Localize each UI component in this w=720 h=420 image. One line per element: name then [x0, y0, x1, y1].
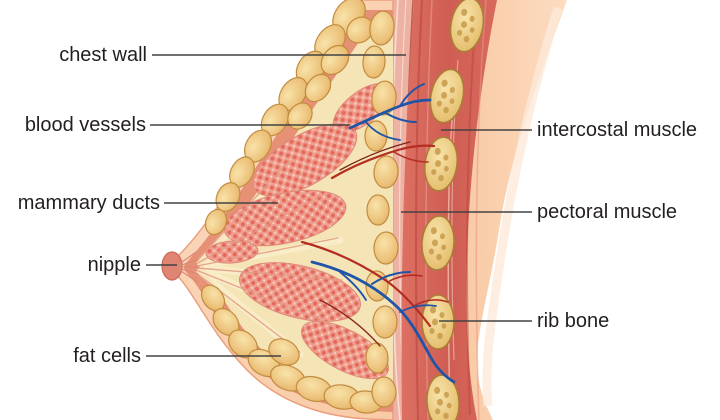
label-intercostal-muscle: intercostal muscle — [537, 119, 698, 141]
label-fat-cells: fat cells — [73, 345, 141, 367]
artery-paths — [300, 141, 449, 347]
label-pectoral-muscle: pectoral muscle — [537, 201, 678, 223]
skin-highlight — [482, 6, 563, 407]
fat-lobules-group — [200, 0, 399, 414]
label-mammary-ducts: mammary ducts — [17, 192, 160, 214]
nipple-shape — [161, 251, 200, 282]
label-nipple: nipple — [87, 254, 141, 276]
label-chest-wall: chest wall — [59, 44, 147, 66]
leader-lines-group — [146, 54, 532, 357]
vein-paths — [310, 83, 456, 384]
label-rib-bone: rib bone — [537, 310, 610, 332]
label-blood-vessels: blood vessels — [24, 114, 146, 136]
